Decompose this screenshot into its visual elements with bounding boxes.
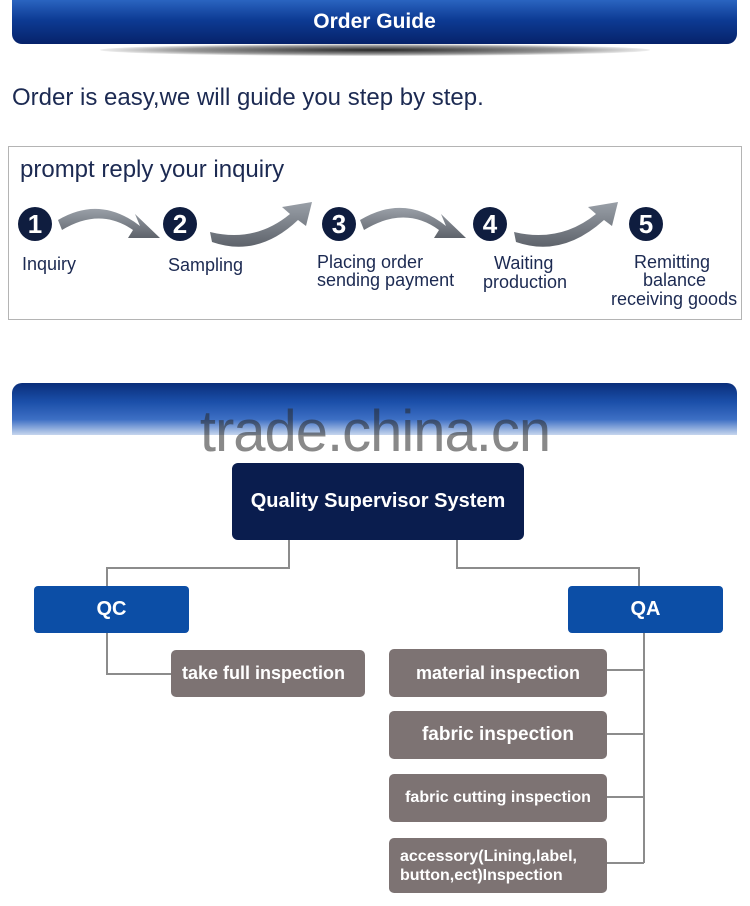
- connector-qss-qa: [456, 540, 640, 586]
- step-3-number: 3: [322, 207, 356, 241]
- step-3-label-line-1: Placing order: [317, 252, 424, 272]
- quality-supervisor-system-label: Quality Supervisor System: [250, 490, 506, 512]
- qa-label: QA: [630, 598, 661, 620]
- step-3-label-line-2: sending payment: [317, 270, 455, 290]
- watermark: trade.china.cn: [199, 399, 551, 464]
- qa-item-2-label: fabric inspection: [421, 724, 575, 745]
- step-4-number: 4: [473, 207, 507, 241]
- qc-box: QC: [34, 586, 189, 633]
- step-5-label-line-1: Remitting: [634, 252, 711, 272]
- arrow-2-to-3: [210, 202, 312, 247]
- connector-qss-qc: [106, 540, 290, 586]
- step-4-label-line-2: production: [483, 272, 568, 292]
- process-title: prompt reply your inquiry: [20, 156, 285, 183]
- step-2-label: Sampling: [168, 255, 244, 275]
- qc-item-take-full-inspection: take full inspection: [171, 650, 365, 697]
- step-5-number: 5: [629, 207, 663, 241]
- arrow-1-to-2: [58, 208, 160, 238]
- step-5-label-line-3: receiving goods: [611, 289, 738, 309]
- qa-item-material-inspection: material inspection: [389, 649, 607, 697]
- qa-item-fabric-cutting-inspection: fabric cutting inspection: [389, 774, 607, 822]
- order-guide-header: Order Guide: [12, 0, 737, 44]
- qa-item-4-label: accessory(Lining,label, button,ect)Inspe…: [400, 847, 577, 884]
- header-shadow: [100, 44, 650, 56]
- quality-supervisor-system-box: Quality Supervisor System: [232, 463, 524, 540]
- order-guide-title: Order Guide: [313, 10, 436, 33]
- qa-item-1-label: material inspection: [415, 662, 581, 683]
- step-1-label: Inquiry: [22, 254, 77, 274]
- qc-label: QC: [96, 598, 127, 620]
- arrow-3-to-4: [360, 207, 466, 238]
- step-2-number: 2: [163, 207, 197, 241]
- step-1-number: 1: [18, 207, 52, 241]
- qa-box: QA: [568, 586, 723, 633]
- qa-item-fabric-inspection: fabric inspection: [389, 711, 607, 759]
- qa-item-3-label: fabric cutting inspection: [405, 789, 591, 806]
- process-arrows: [58, 202, 618, 247]
- connector-qc-item: [106, 633, 171, 675]
- quality-section-bar: [12, 383, 737, 435]
- arrow-4-to-5: [514, 202, 618, 247]
- qa-item-accessory-inspection: accessory(Lining,label, button,ect)Inspe…: [389, 838, 607, 893]
- step-5-label-line-2: balance: [643, 270, 707, 290]
- process-box: [8, 146, 742, 320]
- qc-item-label: take full inspection: [182, 663, 346, 683]
- intro-text: Order is easy,we will guide you step by …: [12, 84, 484, 111]
- step-4-label-line-1: Waiting: [494, 253, 554, 273]
